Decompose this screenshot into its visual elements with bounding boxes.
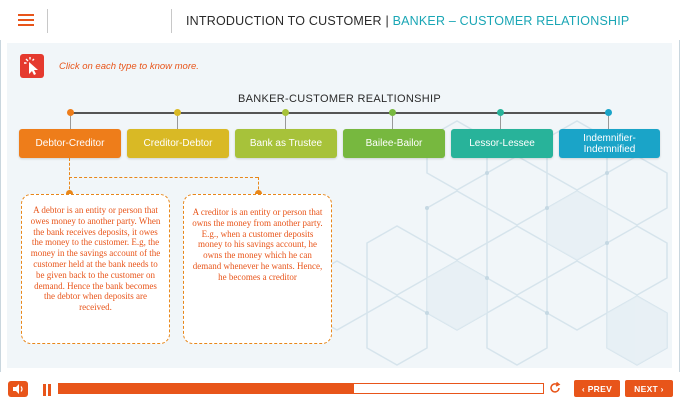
pause-icon[interactable] xyxy=(42,384,52,396)
volume-icon[interactable] xyxy=(8,381,28,397)
node-stem xyxy=(392,116,393,129)
connector-dot xyxy=(66,190,73,197)
diagram-connector-line xyxy=(70,112,609,114)
hexagon-background xyxy=(306,120,668,366)
node-dot xyxy=(282,109,289,116)
slide-content: Click on each type to know more. BANKER-… xyxy=(7,43,672,368)
detail-connector xyxy=(69,177,258,178)
node-stem xyxy=(177,116,178,129)
diagram-title: BANKER-CUSTOMER REALTIONSHIP xyxy=(238,93,441,105)
node-dot xyxy=(174,109,181,116)
node-dot xyxy=(67,109,74,116)
click-cursor-icon xyxy=(20,54,44,78)
node-stem xyxy=(285,116,286,129)
header-divider xyxy=(47,9,48,33)
progress-fill xyxy=(59,384,355,393)
menu-icon[interactable] xyxy=(18,14,34,26)
instruction-text: Click on each type to know more. xyxy=(59,61,199,72)
replay-icon[interactable] xyxy=(548,381,562,395)
detail-connector xyxy=(258,177,259,194)
type-button-creditor-debtor[interactable]: Creditor-Debtor xyxy=(127,129,229,158)
page-title-sub: BANKER – CUSTOMER RELATIONSHIP xyxy=(392,14,630,28)
type-button-bailee-bailor[interactable]: Bailee-Bailor xyxy=(343,129,445,158)
node-stem xyxy=(608,116,609,129)
node-dot xyxy=(497,109,504,116)
type-button-lessor-lessee[interactable]: Lessor-Lessee xyxy=(451,129,553,158)
header-divider xyxy=(171,9,172,33)
type-button-debtor-creditor[interactable]: Debtor-Creditor xyxy=(19,129,121,158)
type-button-bank-as-trustee[interactable]: Bank as Trustee xyxy=(235,129,337,158)
node-stem xyxy=(500,116,501,129)
type-button-indemnifier-indemnified[interactable]: Indemnifier- Indemnified xyxy=(559,129,660,158)
prev-button[interactable]: ‹ PREV xyxy=(574,380,620,397)
node-stem xyxy=(70,116,71,129)
header: INTRODUCTION TO CUSTOMER | BANKER – CUST… xyxy=(0,0,680,40)
page-title: INTRODUCTION TO CUSTOMER | BANKER – CUST… xyxy=(186,14,629,28)
debtor-description: A debtor is an entity or person that owe… xyxy=(21,194,170,344)
next-button[interactable]: NEXT › xyxy=(625,380,673,397)
node-dot xyxy=(605,109,612,116)
connector-dot xyxy=(255,190,262,197)
progress-bar[interactable] xyxy=(58,383,544,394)
node-dot xyxy=(389,109,396,116)
detail-connector xyxy=(69,158,70,194)
page-title-main: INTRODUCTION TO CUSTOMER | xyxy=(186,14,393,28)
creditor-description: A creditor is an entity or person that o… xyxy=(183,194,332,344)
